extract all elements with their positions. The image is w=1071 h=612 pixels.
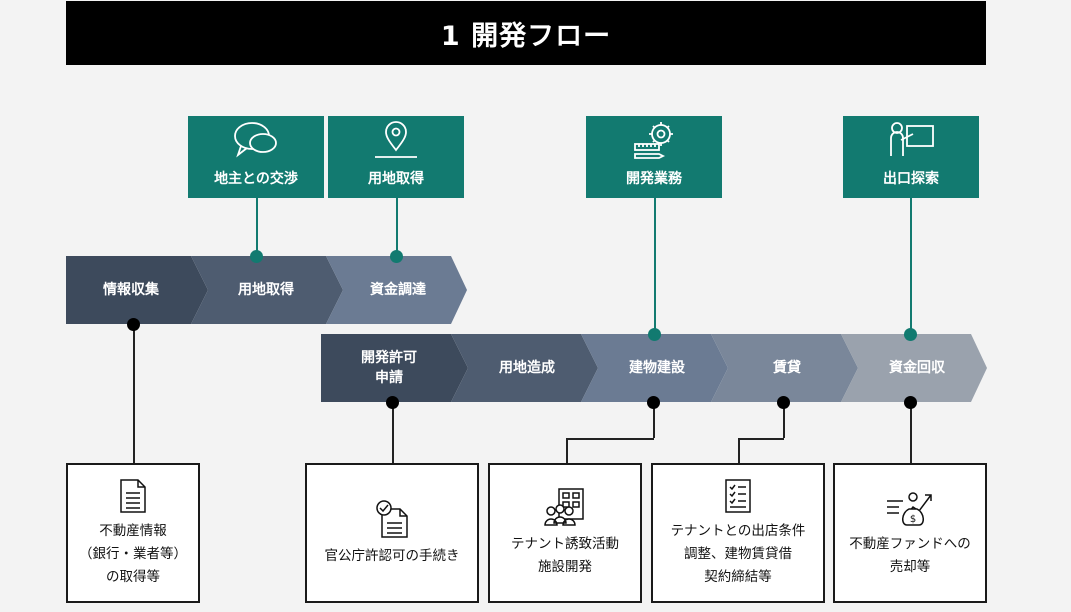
document-icon	[120, 478, 146, 513]
dot-recovery	[904, 396, 917, 409]
box-exit: 出口探索	[843, 116, 979, 198]
card-fund-line2: 売却等	[889, 559, 931, 575]
connector-exit	[910, 198, 912, 334]
connector-card5	[910, 402, 912, 464]
dot-info	[127, 318, 140, 331]
card-lease-line1: テナントとの出店条件	[670, 522, 806, 539]
step-site: 用地造成	[499, 360, 555, 376]
step-permit: 開発許可 申請	[361, 350, 417, 386]
connector-dev	[654, 198, 656, 334]
row2-arrows	[321, 334, 987, 402]
box-dev-label: 開発業務	[626, 171, 682, 187]
dot-dev	[648, 328, 661, 341]
presenter-icon	[890, 122, 934, 156]
step-land-acq: 用地取得	[238, 282, 294, 298]
connector-card3a	[653, 402, 655, 438]
box-negotiation-label: 地主との交渉	[214, 171, 298, 187]
box-dev: 開発業務	[586, 116, 722, 198]
money-bag-growth-icon: $	[887, 492, 932, 526]
box-negotiation: 地主との交渉	[188, 116, 324, 198]
card-tenant-line2: 施設開発	[538, 559, 592, 575]
dot-permit	[386, 396, 399, 409]
dot-negotiation	[250, 250, 263, 263]
connector-card1	[133, 324, 135, 464]
step-recovery: 資金回収	[889, 360, 945, 376]
svg-text:$: $	[910, 514, 916, 525]
page-title: 1 開発フロー	[66, 1, 986, 65]
card-lease: テナントとの出店条件 調整、建物賃貸借 契約締結等	[651, 463, 825, 603]
connector-negotiation	[256, 198, 258, 256]
card-lease-line3: 契約締結等	[704, 568, 772, 585]
row1-arrows	[66, 256, 467, 324]
connector-card3b	[566, 438, 654, 440]
gear-ruler-icon	[634, 122, 673, 159]
card-tenant-line1: テナント誘致活動	[511, 536, 619, 552]
step-funding: 資金調達	[370, 282, 426, 298]
dot-land	[390, 250, 403, 263]
card-permit: 官公庁許認可の手続き	[305, 463, 479, 603]
card-fund: $ 不動産ファンドへの 売却等	[833, 463, 987, 603]
card-permit-line1: 官公庁許認可の手続き	[324, 547, 460, 564]
card-fund-line1: 不動産ファンドへの	[849, 536, 971, 552]
card-info-line2: （銀行・業者等）	[79, 545, 187, 562]
map-pin-icon	[375, 121, 417, 158]
box-land: 用地取得	[328, 116, 464, 198]
dot-construction	[647, 396, 660, 409]
card-info: 不動産情報 （銀行・業者等） の取得等	[66, 463, 200, 603]
box-exit-label: 出口探索	[883, 171, 939, 187]
step-info: 情報収集	[103, 282, 159, 298]
checklist-icon	[725, 478, 751, 513]
connector-card4b	[738, 438, 784, 440]
checklist-document-icon	[376, 499, 408, 538]
chat-bubbles-icon	[234, 122, 277, 158]
dot-lease	[777, 396, 790, 409]
dot-exit	[904, 328, 917, 341]
people-building-icon	[544, 488, 584, 526]
connector-card4c	[738, 438, 740, 464]
connector-card2	[392, 402, 394, 464]
box-land-label: 用地取得	[368, 171, 424, 187]
step-construction: 建物建設	[629, 360, 685, 376]
connector-card4a	[783, 402, 785, 438]
connector-land	[396, 198, 398, 256]
card-info-line1: 不動産情報	[99, 522, 167, 539]
card-info-line3: の取得等	[106, 568, 160, 585]
connector-card3c	[566, 438, 568, 464]
card-tenant: テナント誘致活動 施設開発	[488, 463, 642, 603]
card-lease-line2: 調整、建物賃貸借	[684, 545, 792, 562]
step-lease: 賃貸	[773, 360, 801, 376]
